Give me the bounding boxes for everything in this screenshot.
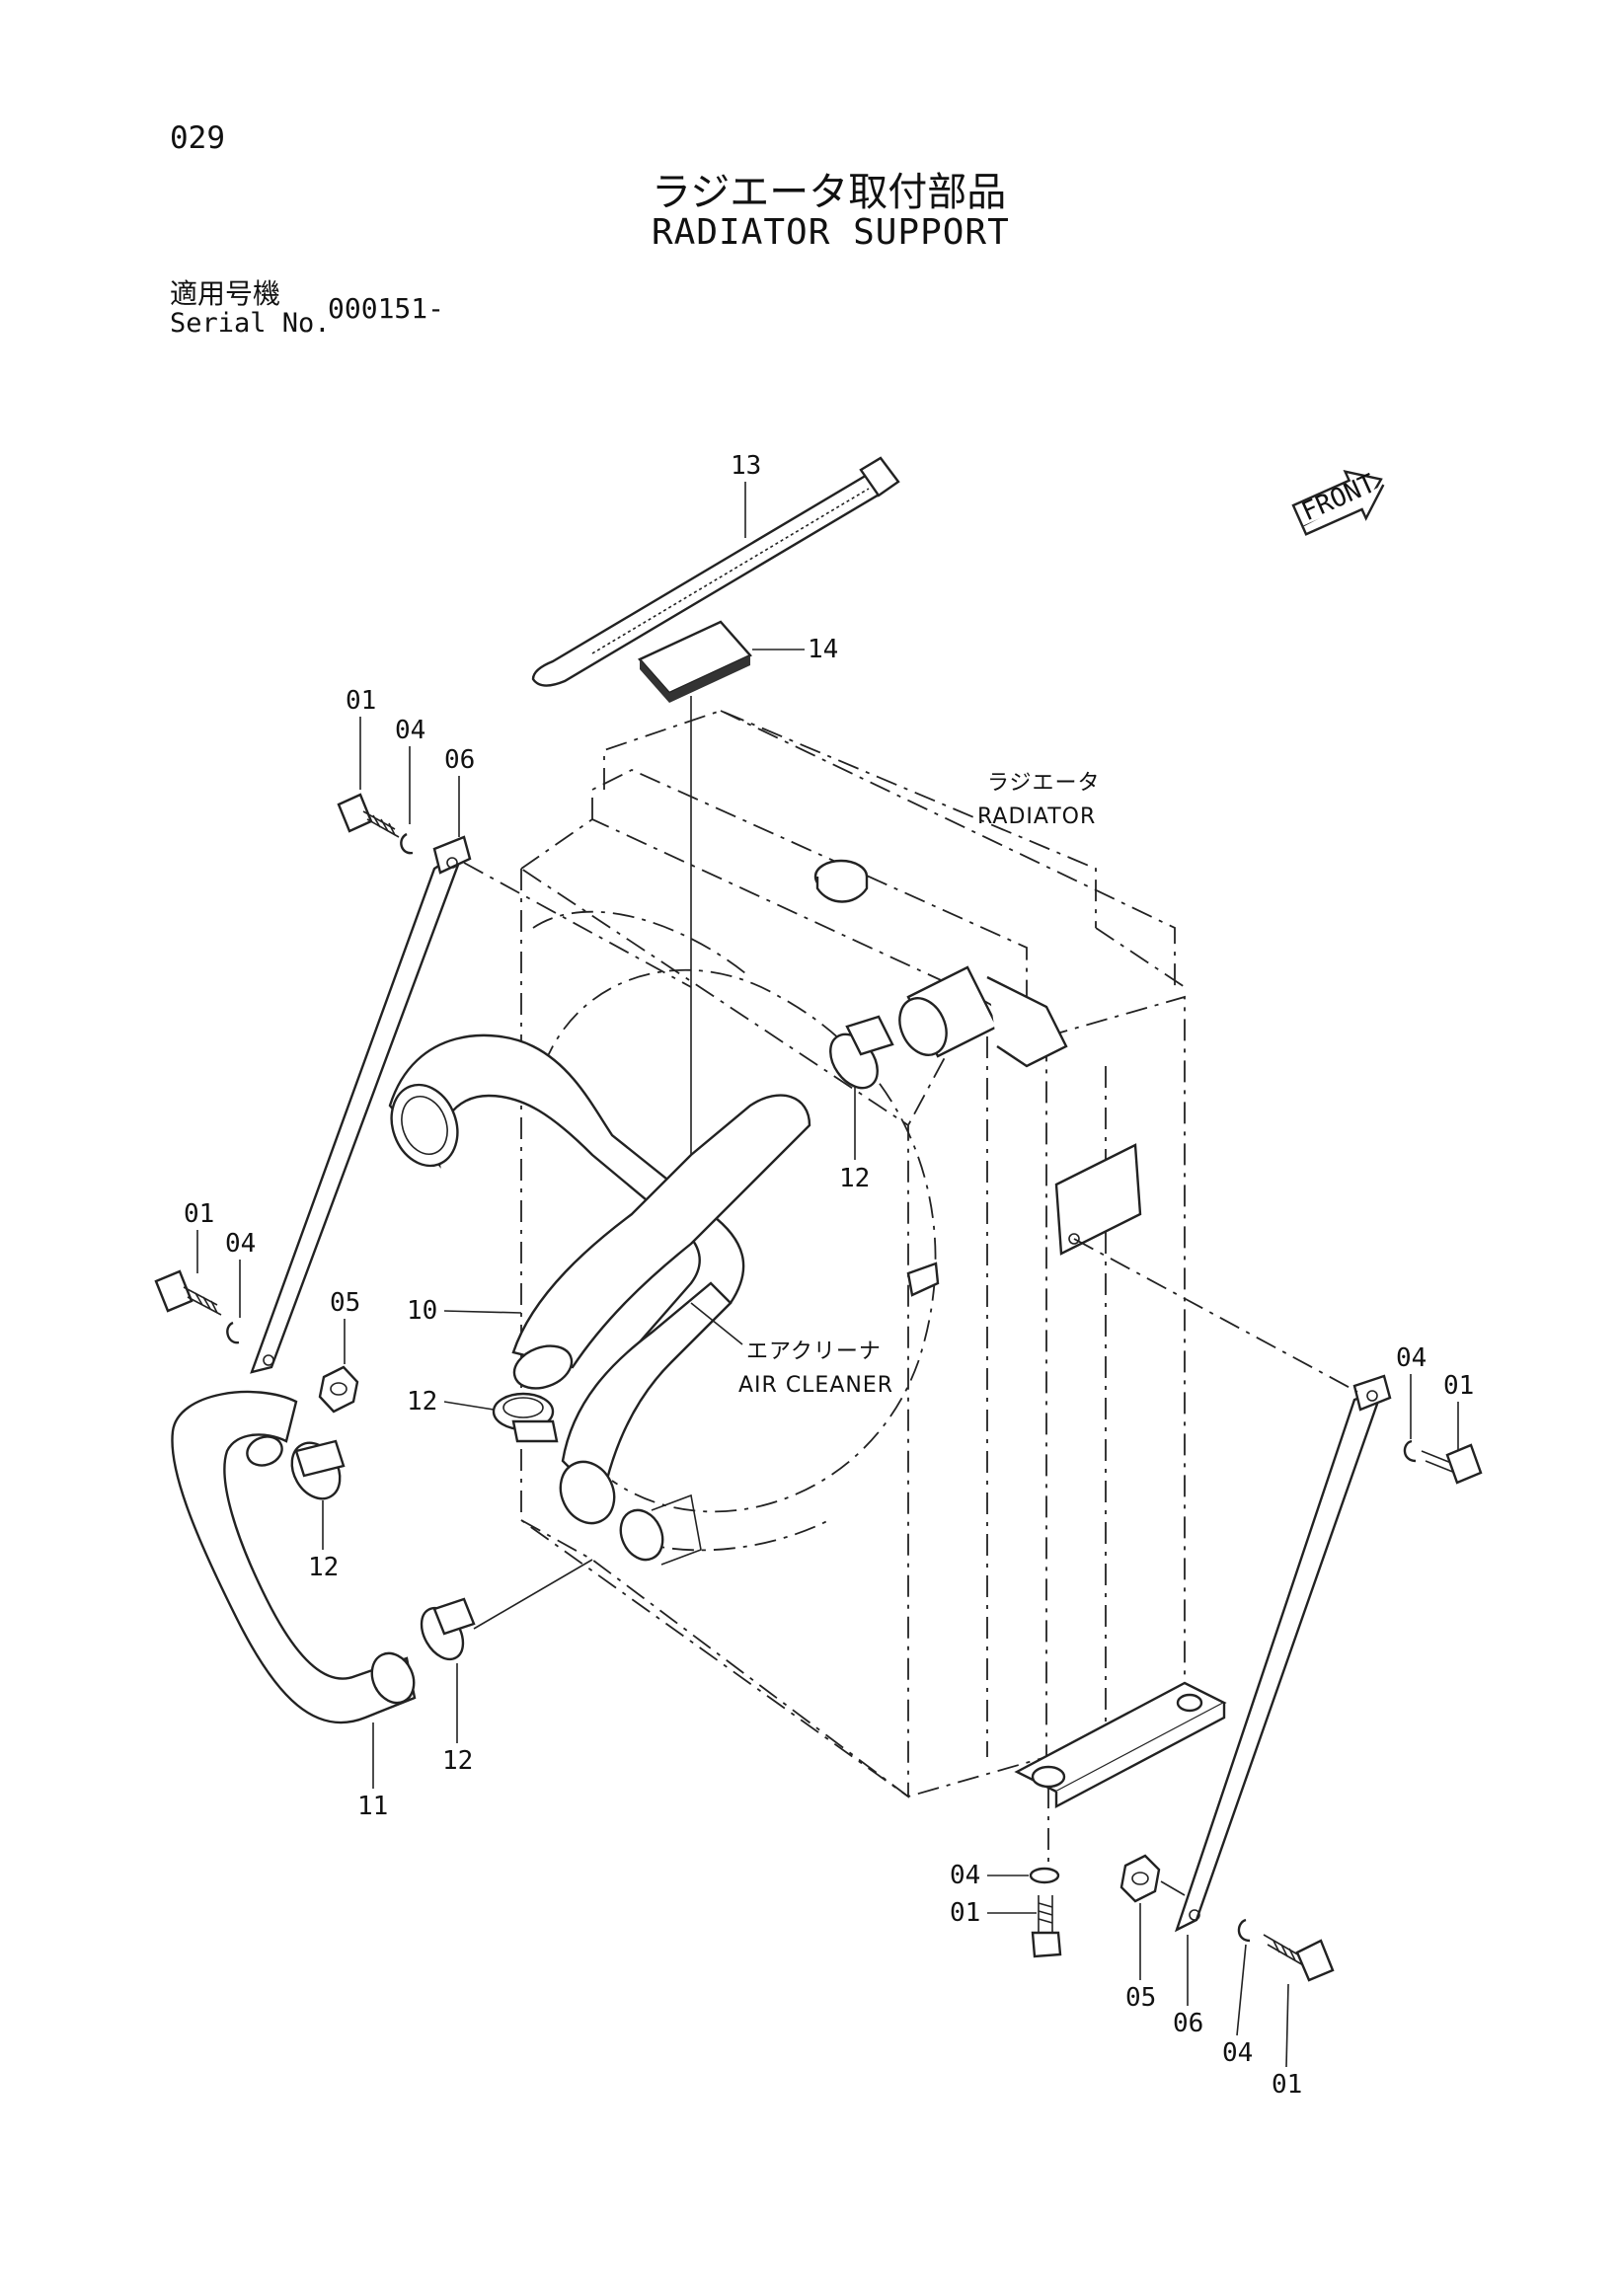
radiator-lower-outlet [619,1493,702,1566]
air-cleaner-leader [690,1302,743,1345]
callout-01-upper-left: 01 [346,686,376,716]
bolt-lower-right-part-01 [1263,1934,1335,1982]
callout-04-foot: 04 [950,1861,980,1890]
bolt-upper-right-part-01 [1421,1443,1483,1485]
front-direction-arrow: FRONT [1291,469,1385,536]
radiator-upper-outlet [898,965,1068,1068]
callout-13: 13 [731,451,761,481]
clamp-to-radiator-leader [473,1559,593,1630]
cable-tie-part-13 [531,456,900,687]
callout-01-foot: 01 [950,1898,980,1928]
lock-washer-upper-left-part-04 [400,832,414,855]
bolt-upper-left-part-01 [337,793,400,838]
nut-leader [1160,1880,1186,1896]
hose-clamp-lower-part-12 [420,1597,476,1661]
fan-shroud-outline [532,968,937,1513]
bolt-foot-part-01 [1031,1895,1062,1958]
radiator-label-english: RADIATOR [977,804,1096,829]
callout-12-lower-left: 12 [308,1553,339,1582]
serial-label-english: Serial No. [170,308,331,339]
callout-06-upper-left: 06 [444,745,475,775]
right-stay-bar-part-06 [1174,1374,1392,1933]
radiator-cap [813,859,869,903]
shroud-lower-arc [631,1519,830,1552]
callout-05-mid-left: 05 [330,1288,360,1318]
callout-04-upper-right: 04 [1396,1343,1427,1373]
lock-washer-foot-part-04 [1029,1867,1060,1884]
lock-washer-lower-right-part-04 [1237,1918,1251,1943]
stay-upper-mount-line [463,862,692,988]
page-title-japanese: ラジエータ取付部品 [652,170,1007,215]
hose-clamp-upper-right-part-12 [829,1015,894,1090]
callout-05-lower-right: 05 [1125,1983,1156,2013]
callout-01-upper-right: 01 [1443,1371,1474,1401]
page-number: 029 [170,120,225,156]
bolt-mid-left-part-01 [154,1269,222,1316]
callout-01-mid-left: 01 [184,1199,214,1229]
callout-06-lower-right: 06 [1173,2009,1203,2038]
hose-clamp-mid-part-12 [492,1392,559,1443]
lock-washer-mid-left-part-04 [226,1321,240,1344]
callout-01-lower-right: 01 [1272,2070,1302,2100]
serial-number-value: 000151- [328,292,445,325]
radiator-label-plate [1054,1143,1142,1256]
callout-10: 10 [407,1296,437,1326]
callout-14: 14 [808,635,838,664]
radiator-mounting-foot [1014,1681,1227,1808]
air-cleaner-label-japanese: エアクリーナ [746,1339,882,1364]
shroud-clip [906,1262,940,1297]
callout-12-mid: 12 [407,1387,437,1416]
air-cleaner-label-english: AIR CLEANER [738,1373,893,1398]
pad-part-14 [638,620,752,703]
callout-04-upper-left: 04 [395,716,425,745]
callout-12-lower: 12 [442,1746,473,1776]
hose-clamp-lower-left-part-12 [290,1439,346,1500]
nut-mid-left-part-05 [318,1365,359,1414]
lower-hose-part-11 [171,1390,417,1724]
lock-washer-upper-right-part-04 [1403,1439,1417,1463]
right-stay-mount-line [1073,1238,1358,1393]
serial-label-japanese: 適用号機 [170,277,281,310]
left-stay-bar-part-06 [250,835,472,1374]
radiator-label-japanese: ラジエータ [987,771,1101,796]
callout-11: 11 [357,1792,388,1821]
nut-lower-right-part-05 [1119,1854,1161,1903]
upper-hose-part-10 [388,1033,811,1525]
callout-12-upper-right: 12 [839,1164,870,1193]
page-title-english: RADIATOR SUPPORT [652,212,1010,253]
callout-04-mid-left: 04 [225,1229,256,1259]
callout-04-lower-right: 04 [1222,2038,1253,2068]
